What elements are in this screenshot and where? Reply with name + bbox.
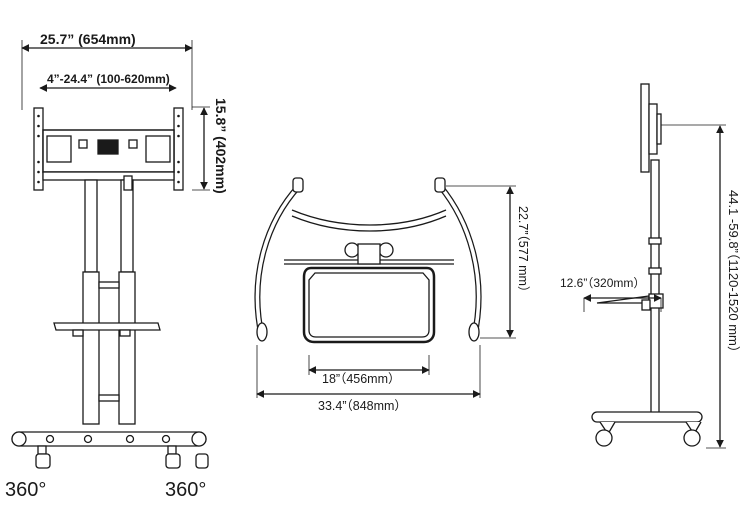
plate-base: [42, 171, 175, 181]
cross-brace: [98, 394, 120, 402]
height-clamp: [648, 267, 662, 275]
side-shelf: [596, 295, 650, 304]
base-width-label: 33.4”（848mm）: [318, 399, 407, 413]
overall-width-label: 25.7” (654mm): [40, 31, 136, 47]
height-label: 44.1 -59.8”（1120-1520 mm）: [726, 190, 741, 359]
caster-wheel-right: [683, 429, 701, 447]
brand-logo: [97, 139, 119, 155]
column-knob-left: [344, 242, 360, 258]
right-column-lower: [118, 271, 136, 425]
height-clamp: [648, 237, 662, 245]
column-knob-right: [378, 242, 394, 258]
right-leg-caster: [468, 322, 480, 342]
right-leg-inner: [438, 184, 481, 339]
plate-slot-left: [46, 135, 72, 163]
right-leg: [437, 184, 482, 339]
vesa-width-label: 4”-24.4” (100-620mm): [47, 72, 170, 86]
rotation-right-label: 360°: [165, 479, 206, 501]
plate-hole: [128, 139, 138, 149]
left-column-lower: [82, 271, 100, 425]
cross-brace: [98, 281, 120, 289]
left-column-upper: [84, 179, 98, 273]
left-mount-rail: [33, 107, 44, 191]
column-block: [357, 243, 381, 265]
top-cross-bar: [291, 209, 447, 226]
base-holes: [45, 434, 171, 444]
base-bar: [11, 431, 207, 447]
left-leg-caster: [256, 322, 268, 342]
front-view: [11, 40, 210, 469]
rotation-left-label: 360°: [5, 479, 46, 501]
mount-arm: [656, 113, 662, 145]
shelf-mount: [641, 299, 651, 311]
left-leg-inner: [255, 184, 301, 339]
right-leg-end: [434, 177, 446, 193]
plate-slot-right: [145, 135, 171, 163]
caster-wheel-left: [595, 429, 613, 447]
column-clip: [123, 175, 133, 191]
plate-hole: [78, 139, 88, 149]
display-panel: [640, 83, 650, 173]
top-shelf: [302, 266, 436, 344]
left-leg: [254, 183, 302, 339]
top-shelf-inner: [308, 272, 430, 338]
top-view: [254, 177, 516, 398]
shelf-bracket: [119, 329, 131, 337]
top-cross-bar-lower: [291, 215, 447, 232]
base-end-right: [191, 431, 207, 447]
caster-right: [165, 445, 209, 469]
caster-left: [35, 445, 51, 469]
side-view: [583, 83, 726, 449]
left-leg-end: [292, 177, 304, 193]
shelf-bracket: [72, 329, 84, 337]
top-view-labels: 22.7”（577 mm） 18”（456mm） 33.4”（848mm）: [318, 206, 530, 413]
mount-bracket-side: [648, 103, 658, 155]
rail-holes: [37, 114, 180, 184]
side-column: [650, 159, 660, 419]
shelf-width-label: 18”（456mm）: [322, 372, 401, 386]
side-view-labels: 12.6”（320mm） 44.1 -59.8”（1120-1520 mm）: [560, 190, 741, 359]
front-view-labels: 25.7” (654mm) 4”-24.4” (100-620mm) 15.8”…: [5, 31, 229, 501]
depth-label: 22.7”（577 mm）: [516, 206, 530, 298]
right-column-upper: [120, 179, 134, 273]
side-base: [591, 411, 703, 423]
shelf-depth-label: 12.6”（320mm）: [560, 276, 645, 290]
vesa-height-label: 15.8” (402mm): [213, 98, 229, 194]
right-mount-rail: [173, 107, 184, 191]
shelf: [53, 322, 161, 331]
base-end-left: [11, 431, 27, 447]
